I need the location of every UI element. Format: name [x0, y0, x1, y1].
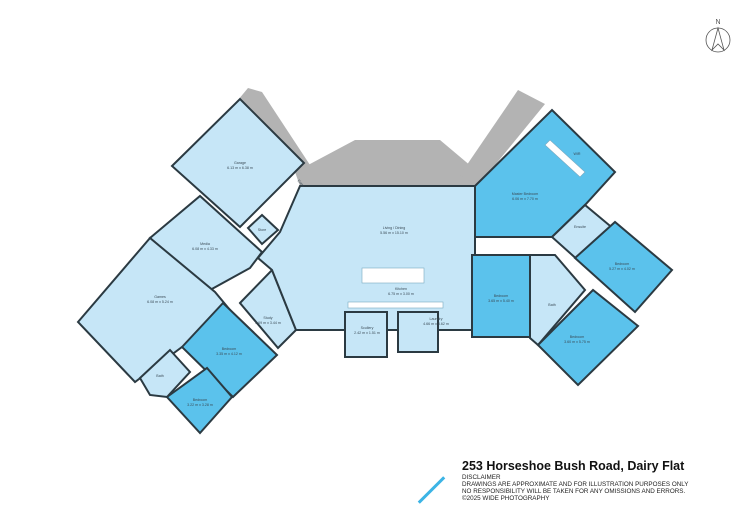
label-media-size: 6.08 m x 4.33 m	[192, 247, 218, 251]
copyright: ©2025 WIDE PHOTOGRAPHY	[462, 495, 550, 502]
label-scullery-size: 2.42 m x 1.51 m	[354, 331, 380, 335]
label-laundry-size: 4.66 m x 3.62 m	[423, 322, 449, 326]
label-entry: Entry	[297, 179, 305, 188]
room-bedroom-right1	[573, 220, 674, 314]
label-bedroom-left1: Bedroom	[222, 347, 237, 351]
label-master: Master Bedroom	[512, 192, 539, 196]
disclaimer-heading: DISCLAIMER	[462, 474, 501, 481]
label-bath-right: Bath	[548, 303, 555, 307]
label-bedroom-right2: Bedroom	[570, 335, 585, 339]
label-living: Living / Dining	[383, 226, 406, 230]
label-study: Study	[263, 316, 272, 320]
scullery-bench	[347, 301, 444, 309]
label-bedroom-right2-size: 3.60 m x 5.75 m	[564, 340, 590, 344]
room-bedroom-right2	[536, 288, 640, 387]
label-bedroom-right1-size: 5.27 m x 4.02 m	[609, 267, 635, 271]
room-living-dining	[256, 185, 476, 331]
label-master-size: 6.06 m x 7.70 m	[512, 197, 538, 201]
label-bedroom-center: Bedroom	[494, 294, 509, 298]
disclaimer: DISCLAIMER DRAWINGS ARE APPROXIMATE AND …	[462, 474, 689, 502]
label-laundry: Laundry	[430, 317, 443, 321]
label-games-size: 6.08 m x 5.24 m	[147, 300, 173, 304]
label-store: Store	[258, 228, 267, 232]
room-scullery	[344, 311, 388, 358]
north-arrow-icon: N	[705, 19, 731, 53]
disclaimer-line: NO RESPONSIBILITY WILL BE TAKEN FOR ANY …	[462, 488, 686, 495]
label-bedroom-left2-size: 3.22 m x 3.28 m	[187, 403, 213, 407]
deck-right	[460, 90, 545, 186]
label-study-size: 3.69 m x 3.44 m	[255, 321, 281, 325]
label-scullery: Scullery	[361, 326, 374, 330]
label-bedroom-left1-size: 3.35 m x 4.12 m	[216, 352, 242, 356]
label-living-size: 5.56 m x 15.10 m	[380, 231, 408, 235]
label-garage: Garage	[234, 161, 246, 165]
deck-top	[295, 140, 478, 186]
label-wir: WIR	[574, 152, 581, 156]
kitchen-island	[361, 267, 425, 284]
label-bedroom-right1: Bedroom	[615, 262, 630, 266]
room-bedroom-center	[471, 254, 531, 338]
label-bath-left: Bath	[156, 374, 163, 378]
room-garage	[170, 97, 306, 229]
label-kitchen: Kitchen	[395, 287, 407, 291]
label-bedroom-center-size: 3.65 m x 5.40 m	[488, 299, 514, 303]
disclaimer-line: DRAWINGS ARE APPROXIMATE AND FOR ILLUSTR…	[462, 481, 689, 488]
compass-label: N	[715, 19, 720, 26]
label-bedroom-left2: Bedroom	[193, 398, 208, 402]
label-garage-size: 6.13 m x 6.38 m	[227, 166, 253, 170]
wir-robe	[544, 139, 586, 178]
label-media: Media	[200, 242, 210, 246]
room-bath-right	[529, 254, 587, 347]
room-bedroom-left2	[165, 366, 234, 435]
property-address: 253 Horseshoe Bush Road, Dairy Flat	[462, 459, 685, 473]
label-games: Games	[154, 295, 166, 299]
room-store	[246, 213, 280, 246]
label-ensuite: Ensuite	[574, 225, 586, 229]
room-laundry	[397, 311, 439, 353]
room-bath-left	[138, 348, 192, 399]
label-kitchen-size: 6.75 m x 3.00 m	[388, 292, 414, 296]
